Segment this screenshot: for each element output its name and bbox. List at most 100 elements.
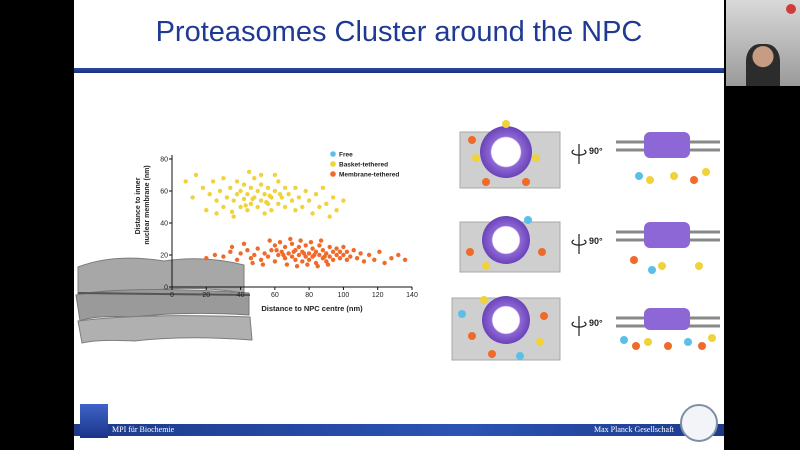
scatter-point-series-2 xyxy=(293,257,298,262)
scatter-point-series-1 xyxy=(200,185,206,190)
scatter-point-series-2 xyxy=(258,257,264,262)
scatter-point-series-2 xyxy=(272,243,278,248)
scatter-point-series-1 xyxy=(330,195,336,200)
scatter-point-series-1 xyxy=(327,214,332,219)
scatter-point-series-2 xyxy=(348,254,353,259)
scatter-point-series-1 xyxy=(265,185,271,190)
scatter-point-series-2 xyxy=(238,251,243,256)
y-tick-label: 80 xyxy=(160,157,168,164)
scatter-point-series-1 xyxy=(238,188,243,194)
scatter-point-series-2 xyxy=(361,259,367,264)
scatter-point-series-2 xyxy=(204,256,209,261)
scatter-point-series-1 xyxy=(217,188,223,194)
scatter-point-series-1 xyxy=(286,192,291,197)
x-tick-label: 120 xyxy=(372,292,384,299)
scatter-point-series-1 xyxy=(250,196,255,202)
scatter-point-series-1 xyxy=(310,211,315,216)
y-tick-label: 40 xyxy=(160,221,168,228)
scatter-point-series-1 xyxy=(204,208,209,213)
slide-title: Proteasomes Cluster around the NPC xyxy=(155,16,643,48)
scatter-point-series-2 xyxy=(262,251,267,256)
scatter-point-series-1 xyxy=(341,198,346,203)
npc-tomogram-image xyxy=(75,257,253,344)
scatter-point-series-1 xyxy=(221,176,226,181)
x-tick-label: 80 xyxy=(305,292,313,299)
scatter-point-series-1 xyxy=(267,193,272,198)
scatter-point-series-2 xyxy=(282,244,288,250)
scatter-point-series-1 xyxy=(245,192,250,197)
scatter-point-series-1 xyxy=(334,208,339,213)
scatter-point-series-2 xyxy=(341,244,346,250)
scatter-point-series-1 xyxy=(229,209,235,214)
scatter-point-series-2 xyxy=(248,256,254,261)
scatter-point-series-1 xyxy=(207,192,212,197)
scatter-point-series-1 xyxy=(234,192,240,197)
chart-points xyxy=(183,169,408,269)
scatter-point-series-2 xyxy=(351,248,356,253)
panel-top-view-1 xyxy=(459,120,561,189)
proteasome-model-panels: 90° 90° 90° xyxy=(444,110,724,370)
scatter-point-series-1 xyxy=(241,182,247,187)
max-planck-logo-icon xyxy=(680,404,718,442)
scatter-point-series-2 xyxy=(294,264,300,269)
scatter-point-series-2 xyxy=(330,257,336,262)
scatter-point-series-2 xyxy=(250,260,255,266)
scatter-point-series-2 xyxy=(334,246,339,251)
scatter-point-series-1 xyxy=(238,204,243,210)
legend-marker-free xyxy=(330,151,336,157)
scatter-point-series-2 xyxy=(296,244,302,250)
scatter-point-series-2 xyxy=(341,252,346,258)
scatter-point-series-1 xyxy=(190,195,195,200)
scatter-point-series-1 xyxy=(221,204,226,210)
y-axis-label-line1: Distance to inner xyxy=(135,177,142,234)
rotation-icon-3 xyxy=(571,316,587,336)
rotation-icon-2 xyxy=(571,234,587,254)
scatter-point-series-2 xyxy=(298,238,303,243)
scatter-point-series-2 xyxy=(289,241,295,246)
scatter-point-series-1 xyxy=(231,214,236,219)
scatter-point-series-1 xyxy=(282,185,288,190)
panel-top-view-3 xyxy=(451,296,561,361)
scatter-point-series-2 xyxy=(228,249,233,254)
scatter-point-series-2 xyxy=(265,254,271,259)
scatter-point-series-1 xyxy=(269,208,274,213)
title-divider xyxy=(74,68,724,73)
legend-label-free: Free xyxy=(339,152,353,159)
footer-society: Max Planck Gesellschaft xyxy=(594,425,674,434)
scatter-point-series-2 xyxy=(234,257,240,262)
x-axis-label: Distance to NPC centre (nm) xyxy=(261,304,363,313)
slide-footer-bar xyxy=(74,424,724,436)
scatter-point-series-2 xyxy=(366,252,372,258)
legend-label-membrane: Membrane-tethered xyxy=(339,172,399,179)
scatter-point-series-2 xyxy=(255,246,260,251)
scatter-point-series-1 xyxy=(293,185,298,190)
legend-marker-membrane xyxy=(330,171,336,177)
legend-label-basket: Basket-tethered xyxy=(339,162,388,169)
x-tick-label: 140 xyxy=(406,292,418,299)
scatter-point-series-1 xyxy=(252,176,257,181)
mic-status-icon xyxy=(786,4,796,14)
scatter-point-series-2 xyxy=(372,257,377,262)
scatter-point-series-2 xyxy=(306,257,312,262)
scatter-point-series-2 xyxy=(303,243,308,248)
panel-side-view-1 xyxy=(616,132,720,184)
scatter-point-series-2 xyxy=(306,251,312,256)
scatter-point-series-1 xyxy=(234,179,240,184)
scatter-point-series-2 xyxy=(344,249,350,254)
participant-video-thumbnail[interactable] xyxy=(726,0,800,86)
panel-side-view-2 xyxy=(616,222,720,274)
scatter-point-series-1 xyxy=(248,201,254,206)
scatter-point-series-1 xyxy=(214,211,219,216)
scatter-point-series-1 xyxy=(272,188,278,194)
scatter-point-series-2 xyxy=(277,240,283,245)
scatter-point-series-1 xyxy=(272,172,278,178)
scatter-point-series-2 xyxy=(354,256,360,261)
scatter-point-series-1 xyxy=(324,201,329,206)
footer-institute: MPI für Biochemie xyxy=(112,425,175,434)
scatter-point-series-2 xyxy=(402,257,408,262)
scatter-point-series-2 xyxy=(229,244,235,250)
rotation-icon-1 xyxy=(571,144,587,164)
scatter-point-series-1 xyxy=(255,204,260,210)
scatter-point-series-2 xyxy=(269,248,274,253)
